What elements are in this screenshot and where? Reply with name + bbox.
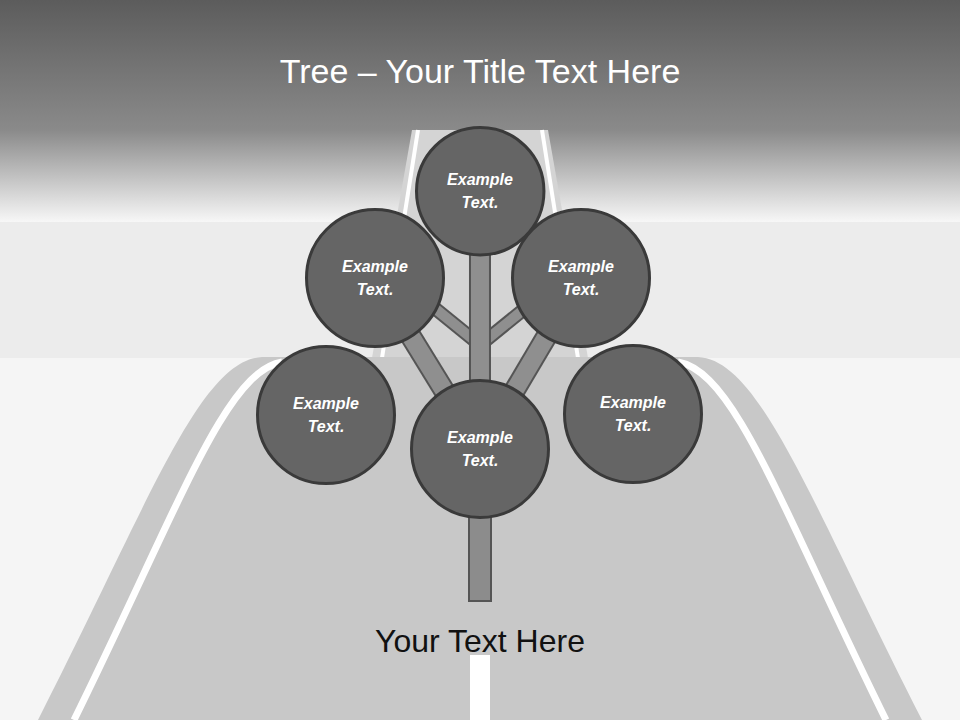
slide-title: Tree – Your Title Text Here (0, 52, 960, 91)
circle-shape (412, 381, 549, 518)
tree-branch (411, 336, 445, 391)
node-text: Example Text. (432, 168, 528, 214)
node-text: Example Text. (585, 391, 681, 437)
circle-outline (511, 208, 651, 348)
node-text: Example Text. (327, 255, 423, 301)
branch-stroke (471, 254, 489, 381)
branch-stroke (411, 336, 445, 391)
branch-stroke (515, 337, 547, 391)
tree-circle: Example Text. (563, 344, 703, 484)
tree-circle: Example Text. (410, 379, 550, 519)
branch-stroke (469, 254, 491, 381)
circle-shape (513, 210, 650, 347)
node-text: Example Text. (278, 392, 374, 438)
tree-circle: Example Text. (256, 345, 396, 485)
circle-outline (256, 345, 396, 485)
tree-circle: Example Text. (305, 208, 445, 348)
circle-shape (307, 210, 444, 347)
node-text: Example Text. (533, 255, 629, 301)
circle-outline (305, 208, 445, 348)
circle-shape (565, 346, 702, 483)
slide-caption: Your Text Here (0, 623, 960, 660)
tree-branch (479, 254, 480, 381)
branch-stroke (411, 336, 445, 391)
tree-circle: Example Text. (511, 208, 651, 348)
tree-branch (515, 337, 547, 391)
circle-outline (410, 379, 550, 519)
branch-stroke (515, 337, 547, 391)
node-text: Example Text. (432, 426, 528, 472)
circle-outline (563, 344, 703, 484)
circle-shape (416, 127, 543, 254)
circle-shape (258, 347, 395, 484)
